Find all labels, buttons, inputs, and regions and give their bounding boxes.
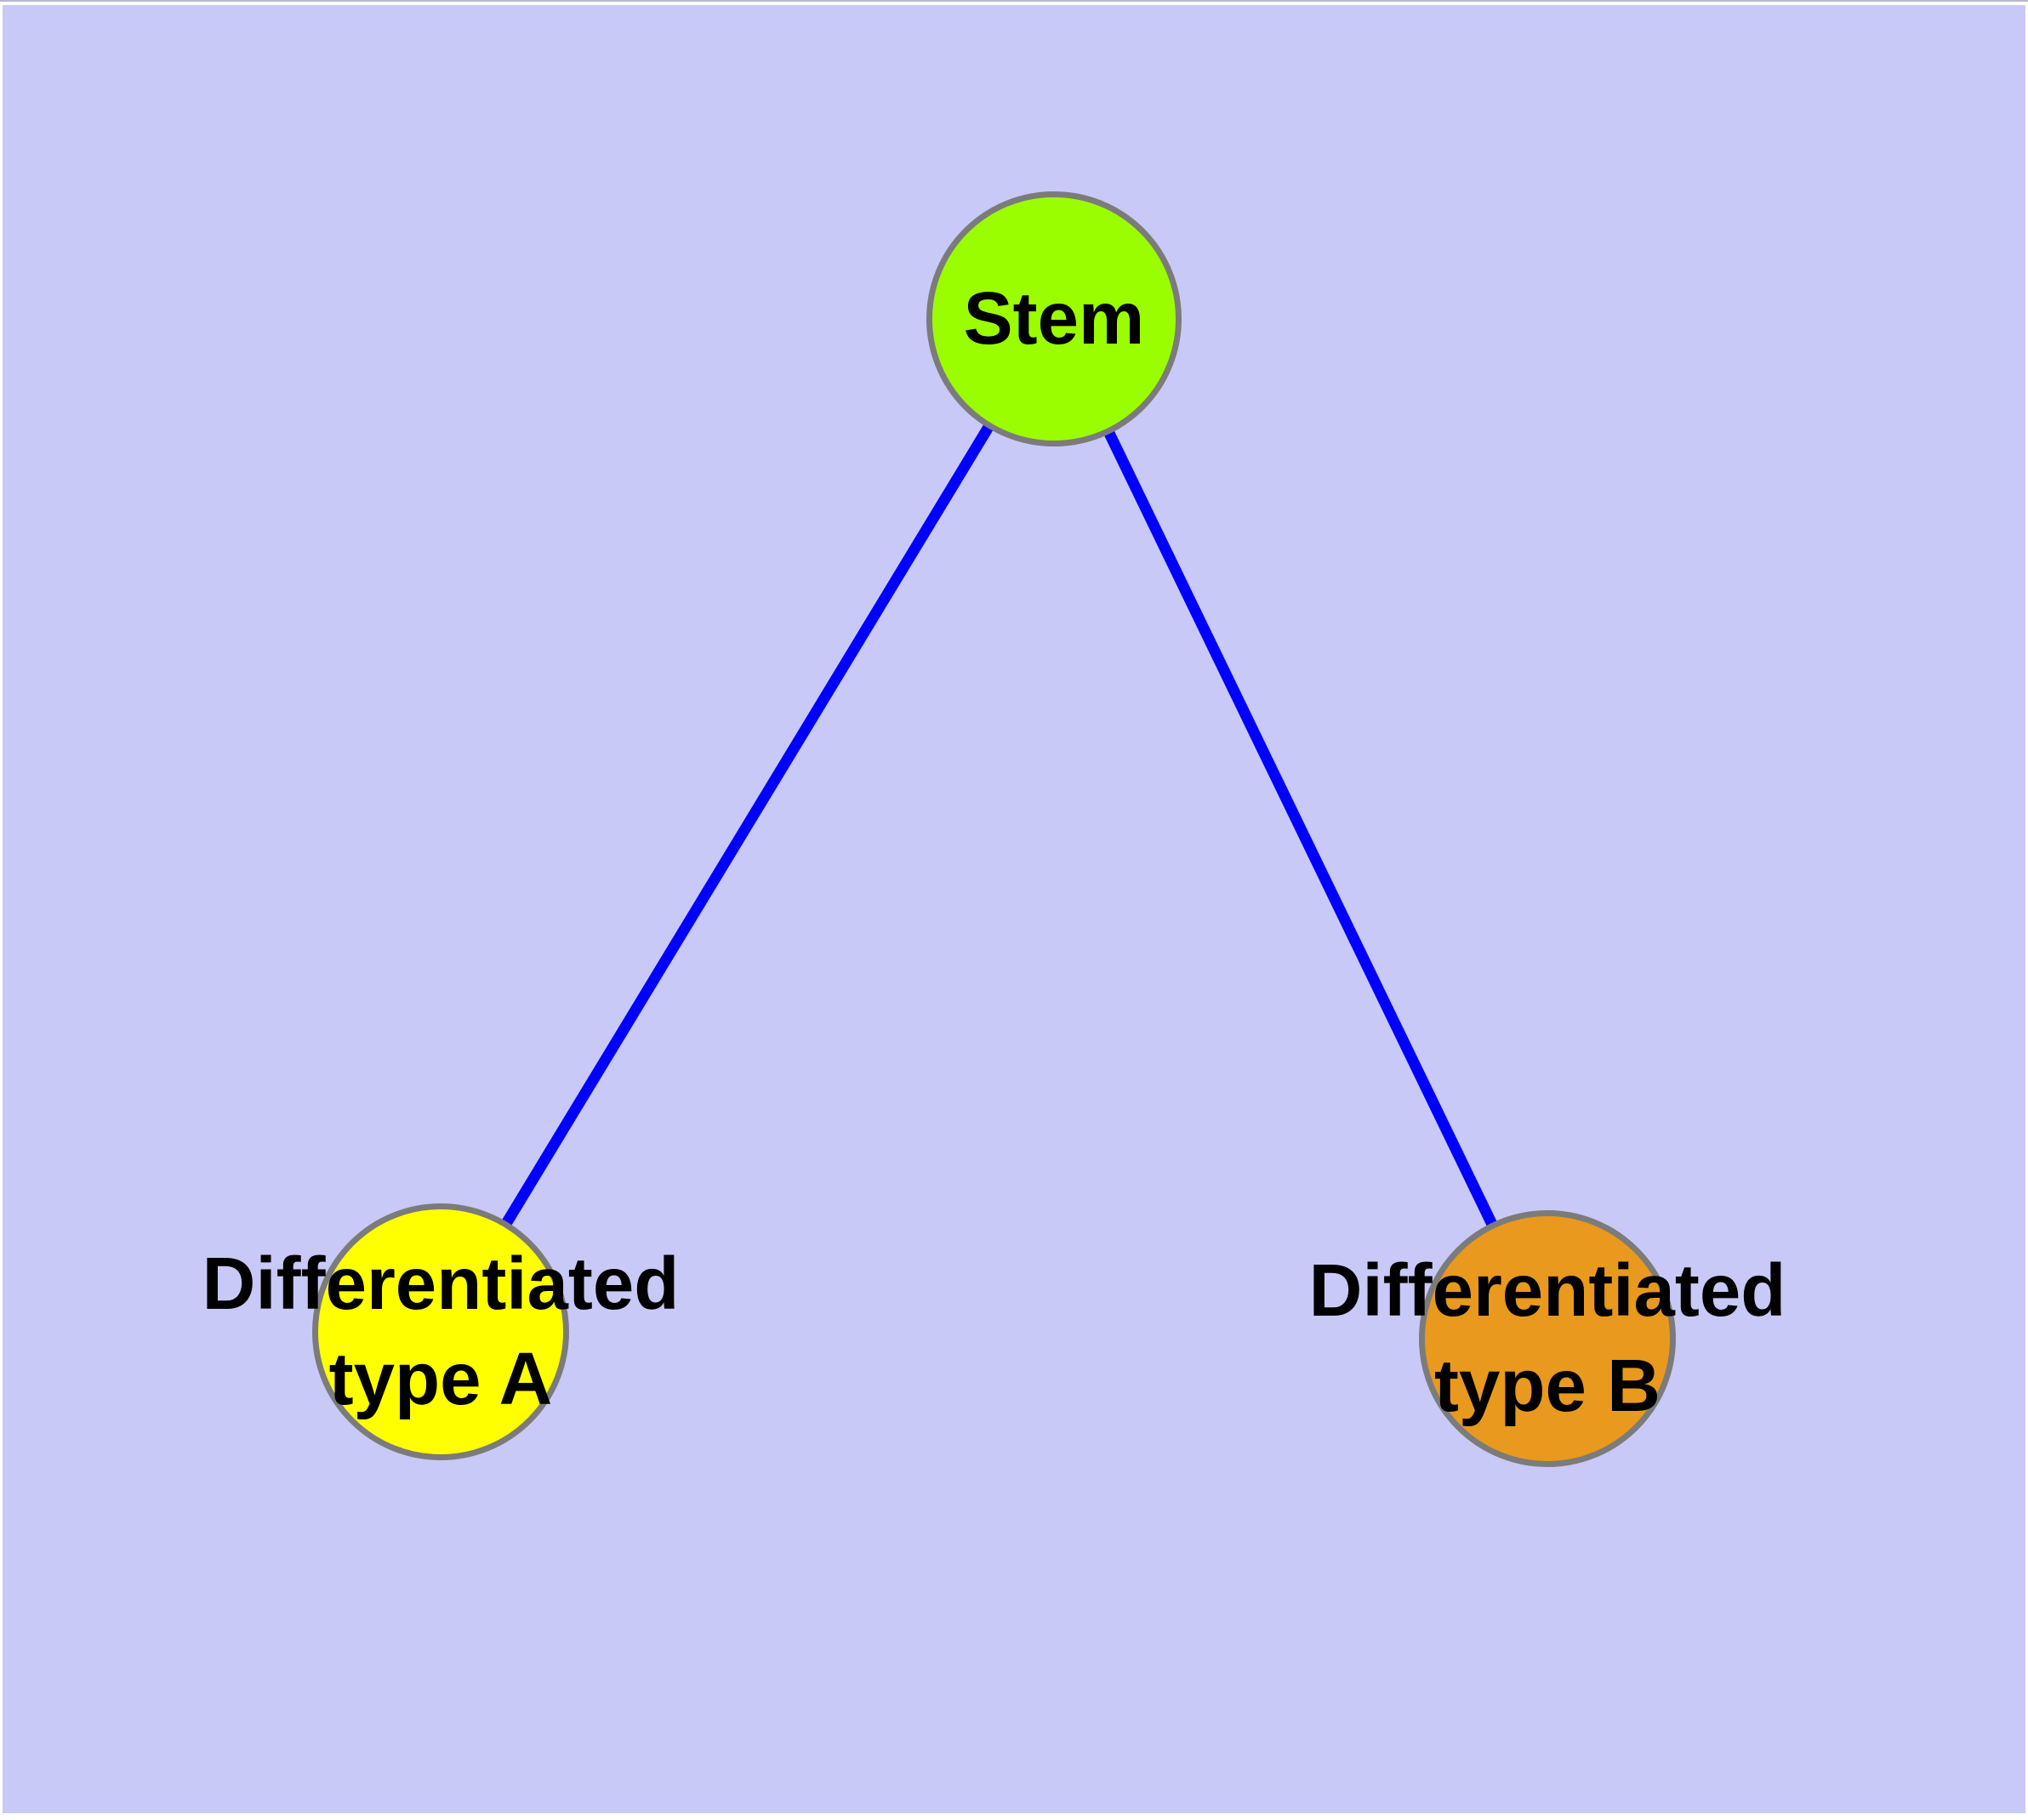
node-differentiated-type-b-label-line2: type B: [1434, 1345, 1661, 1427]
node-differentiated-type-a-label-line1: Differentiated: [202, 1243, 680, 1325]
node-stem-label: Stem: [964, 271, 1145, 367]
node-stem-label-line: Stem: [963, 277, 1145, 360]
node-differentiated-type-a-label-line2: type A: [328, 1338, 553, 1420]
node-differentiated-type-b[interactable]: [1419, 1210, 1676, 1467]
node-differentiated-type-b-label-line1: Differentiated: [1308, 1249, 1786, 1332]
node-differentiated-type-a[interactable]: [312, 1203, 569, 1460]
edge-stem-to-differentiated-type-a: [436, 316, 1059, 1335]
node-differentiated-type-a-label: Differentiated type A: [202, 1237, 680, 1427]
node-differentiated-type-b-label: Differentiated type B: [1309, 1243, 1786, 1434]
node-stem[interactable]: [926, 191, 1182, 446]
edge-stem-to-differentiated-type-b: [1049, 316, 1552, 1341]
